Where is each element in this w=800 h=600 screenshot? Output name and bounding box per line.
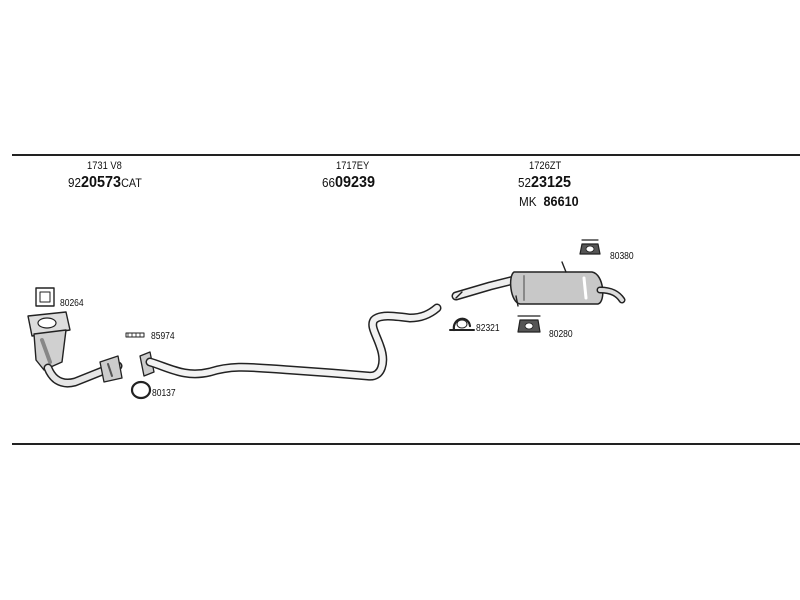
mount-lower-part [517, 315, 541, 333]
tag-clamp-small: 85974 [151, 331, 175, 342]
top-rule [12, 154, 800, 156]
clamp-u-part [449, 317, 475, 332]
part-suffix: CAT [121, 176, 142, 190]
tag-gasket-square: 80264 [60, 298, 84, 309]
mount-upper-part [579, 239, 601, 255]
kit-prefix: MK [519, 194, 537, 209]
part-main: 20573 [81, 174, 122, 191]
group-ref-rear-silencer: 1726ZT [529, 160, 562, 172]
front-pipe-catalyst [27, 311, 123, 388]
tag-clamp-u: 82321 [476, 323, 500, 334]
part-prefix: 66 [322, 175, 336, 190]
tag-mount-lower: 80280 [549, 329, 573, 340]
tag-mount-upper: 80380 [610, 251, 634, 262]
part-number-rear-silencer: 5223125 [518, 174, 571, 192]
kit-number: 86610 [543, 193, 579, 209]
clamp-small-part [125, 332, 145, 338]
rear-silencer-part [451, 261, 626, 307]
bottom-rule [12, 443, 800, 445]
part-prefix: 52 [518, 175, 532, 190]
part-main: 23125 [531, 174, 572, 191]
ring-part [130, 380, 152, 400]
gasket-square-part [35, 287, 55, 307]
group-ref-middle-pipe: 1717EY [336, 160, 370, 172]
part-number-kit: MK 86610 [519, 193, 579, 209]
part-number-middle-pipe: 6609239 [322, 174, 375, 192]
part-main: 09239 [335, 174, 376, 191]
tag-ring: 80137 [152, 388, 176, 399]
middle-pipe [139, 303, 442, 381]
part-number-front-pipe: 9220573CAT [68, 174, 142, 192]
part-prefix: 92 [68, 175, 82, 190]
group-ref-front-pipe: 1731 V8 [87, 160, 122, 172]
